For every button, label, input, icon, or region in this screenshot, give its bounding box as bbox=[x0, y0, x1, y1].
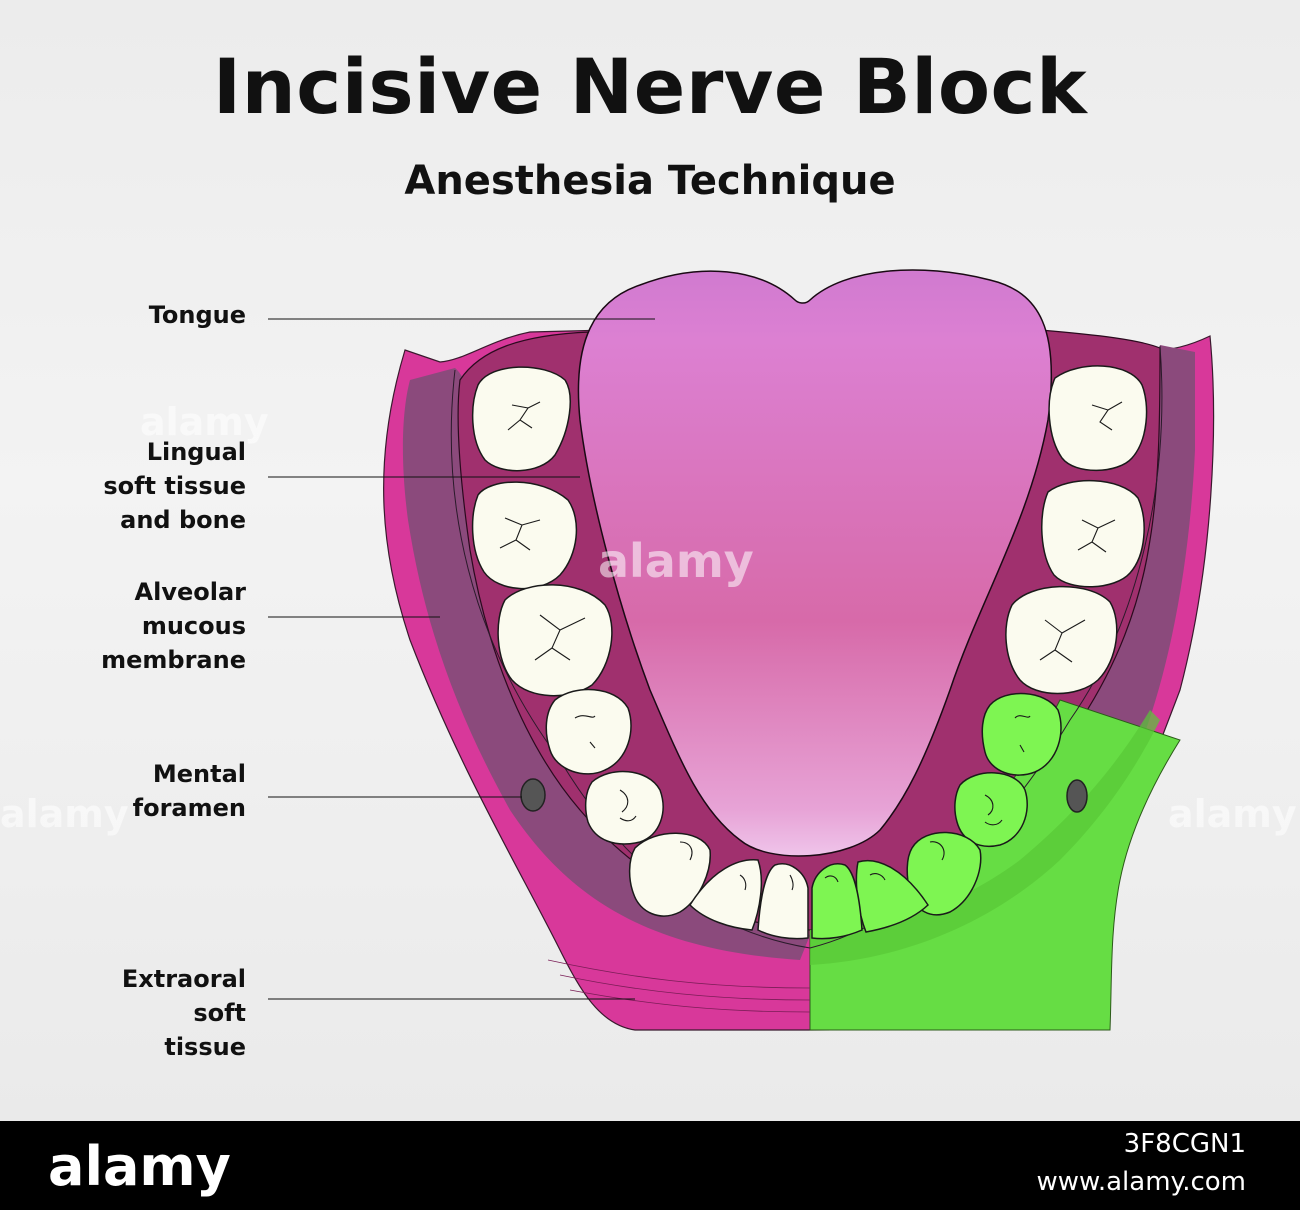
mental-foramen-right bbox=[1066, 779, 1088, 813]
tooth-molar-right-1 bbox=[1048, 365, 1148, 472]
tooth-molar-left-2 bbox=[471, 481, 578, 590]
label-tongue: Tongue bbox=[148, 301, 246, 329]
footer-bar: alamy 3F8CGN1 www.alamy.com bbox=[0, 1121, 1300, 1210]
label-mental-foramen: Mental foramen bbox=[132, 760, 246, 822]
tooth-incisor-left-3 bbox=[757, 863, 809, 940]
tooth-canine-left bbox=[584, 770, 664, 845]
tooth-incisor-right-3 bbox=[811, 863, 863, 940]
anesthetized-teeth bbox=[811, 692, 1062, 940]
watermark-left-upper: alamy bbox=[140, 400, 269, 444]
tooth-incisor-left-1 bbox=[628, 832, 711, 917]
watermark-right-lower: alamy bbox=[1168, 792, 1297, 836]
label-alveolar-mucous-membrane: Alveolar mucous membrane bbox=[101, 578, 246, 674]
tooth-premolar-left-2 bbox=[545, 688, 632, 775]
watermark-left-lower: alamy bbox=[0, 792, 129, 836]
diagram-title: Incisive Nerve Block bbox=[212, 42, 1088, 131]
mental-foramen-left bbox=[520, 778, 546, 812]
tongue bbox=[577, 269, 1053, 857]
right-teeth bbox=[1005, 365, 1148, 695]
footer-brand: alamy bbox=[48, 1135, 231, 1198]
label-lingual-soft-tissue: Lingual soft tissue and bone bbox=[103, 438, 246, 534]
diagram-subtitle: Anesthesia Technique bbox=[404, 158, 896, 204]
tooth-premolar-right-2 bbox=[981, 692, 1062, 776]
tooth-canine-right bbox=[954, 772, 1028, 847]
tooth-premolar-right-1 bbox=[1005, 585, 1118, 695]
watermark-center: alamy bbox=[598, 534, 754, 588]
footer-url[interactable]: www.alamy.com bbox=[1036, 1167, 1246, 1197]
label-extraoral-soft-tissue: Extraoral soft tissue bbox=[121, 965, 246, 1061]
alveolar-mucous-membrane bbox=[402, 368, 810, 960]
tooth-molar-left-1 bbox=[471, 366, 571, 472]
tooth-molar-right-2 bbox=[1041, 479, 1145, 588]
footer-image-id: 3F8CGN1 bbox=[1123, 1129, 1246, 1159]
